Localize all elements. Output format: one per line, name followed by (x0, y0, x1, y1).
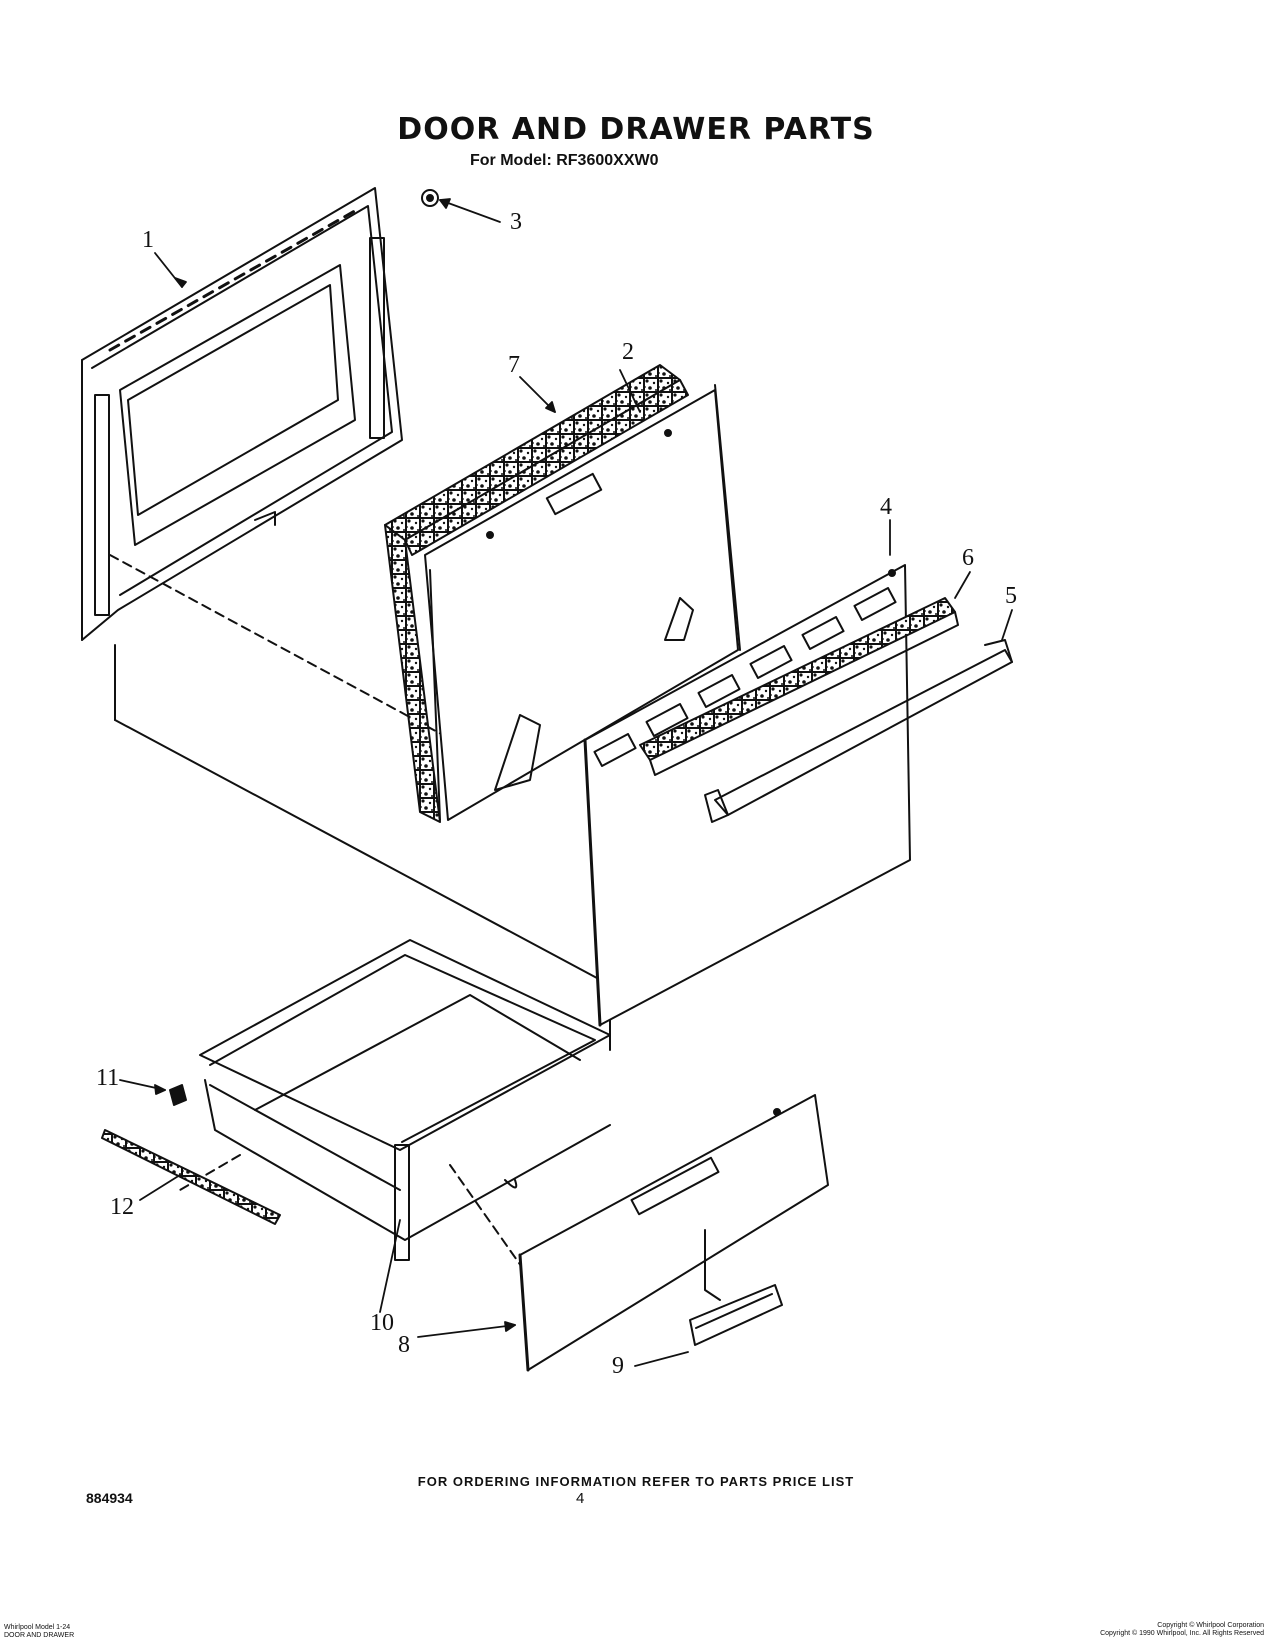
callout-11: 11 (96, 1065, 120, 1091)
callout-4: 4 (880, 494, 892, 520)
callout-6: 6 (962, 545, 974, 571)
inner-door-panel (424, 384, 741, 821)
ordering-note: FOR ORDERING INFORMATION REFER TO PARTS … (417, 1474, 855, 1489)
vent-slots (593, 587, 897, 767)
callout-7: 7 (508, 352, 520, 378)
fine-print-left: Whirlpool Model 1-24 DOOR AND DRAWER (4, 1624, 75, 1639)
callout-3: 3 (510, 209, 522, 235)
drawer-slide-rail (101, 1129, 281, 1225)
callout-5: 5 (1005, 583, 1017, 609)
page-number: 4 (576, 1490, 585, 1507)
door-insulation (384, 364, 689, 823)
handle-trim (639, 597, 959, 776)
model-number: RF3600XXW0 (556, 152, 659, 169)
callout-9: 9 (612, 1353, 624, 1379)
page-title: DOOR AND DRAWER PARTS (397, 112, 875, 147)
storage-drawer (199, 939, 611, 1261)
drawer-handle (689, 1284, 783, 1346)
fine-print-right: Copyright © Whirlpool Corporation Copyri… (1100, 1622, 1264, 1637)
leader-lines (119, 198, 1013, 1367)
drawer-glide-clip (169, 1084, 187, 1106)
oven-door-assembly (81, 187, 403, 641)
callout-12: 12 (110, 1194, 134, 1220)
outer-door-panel (583, 564, 911, 1027)
model-line: For Model: RF3600XXW0 (470, 152, 658, 170)
drawer-front (518, 1094, 829, 1372)
callout-2: 2 (622, 339, 634, 365)
door-screw (421, 189, 439, 207)
callout-1: 1 (142, 227, 154, 253)
callout-8: 8 (398, 1332, 410, 1358)
model-label: For Model: (470, 152, 552, 169)
callout-10: 10 (370, 1310, 394, 1336)
door-handle (704, 639, 1013, 823)
document-number: 884934 (86, 1490, 133, 1506)
